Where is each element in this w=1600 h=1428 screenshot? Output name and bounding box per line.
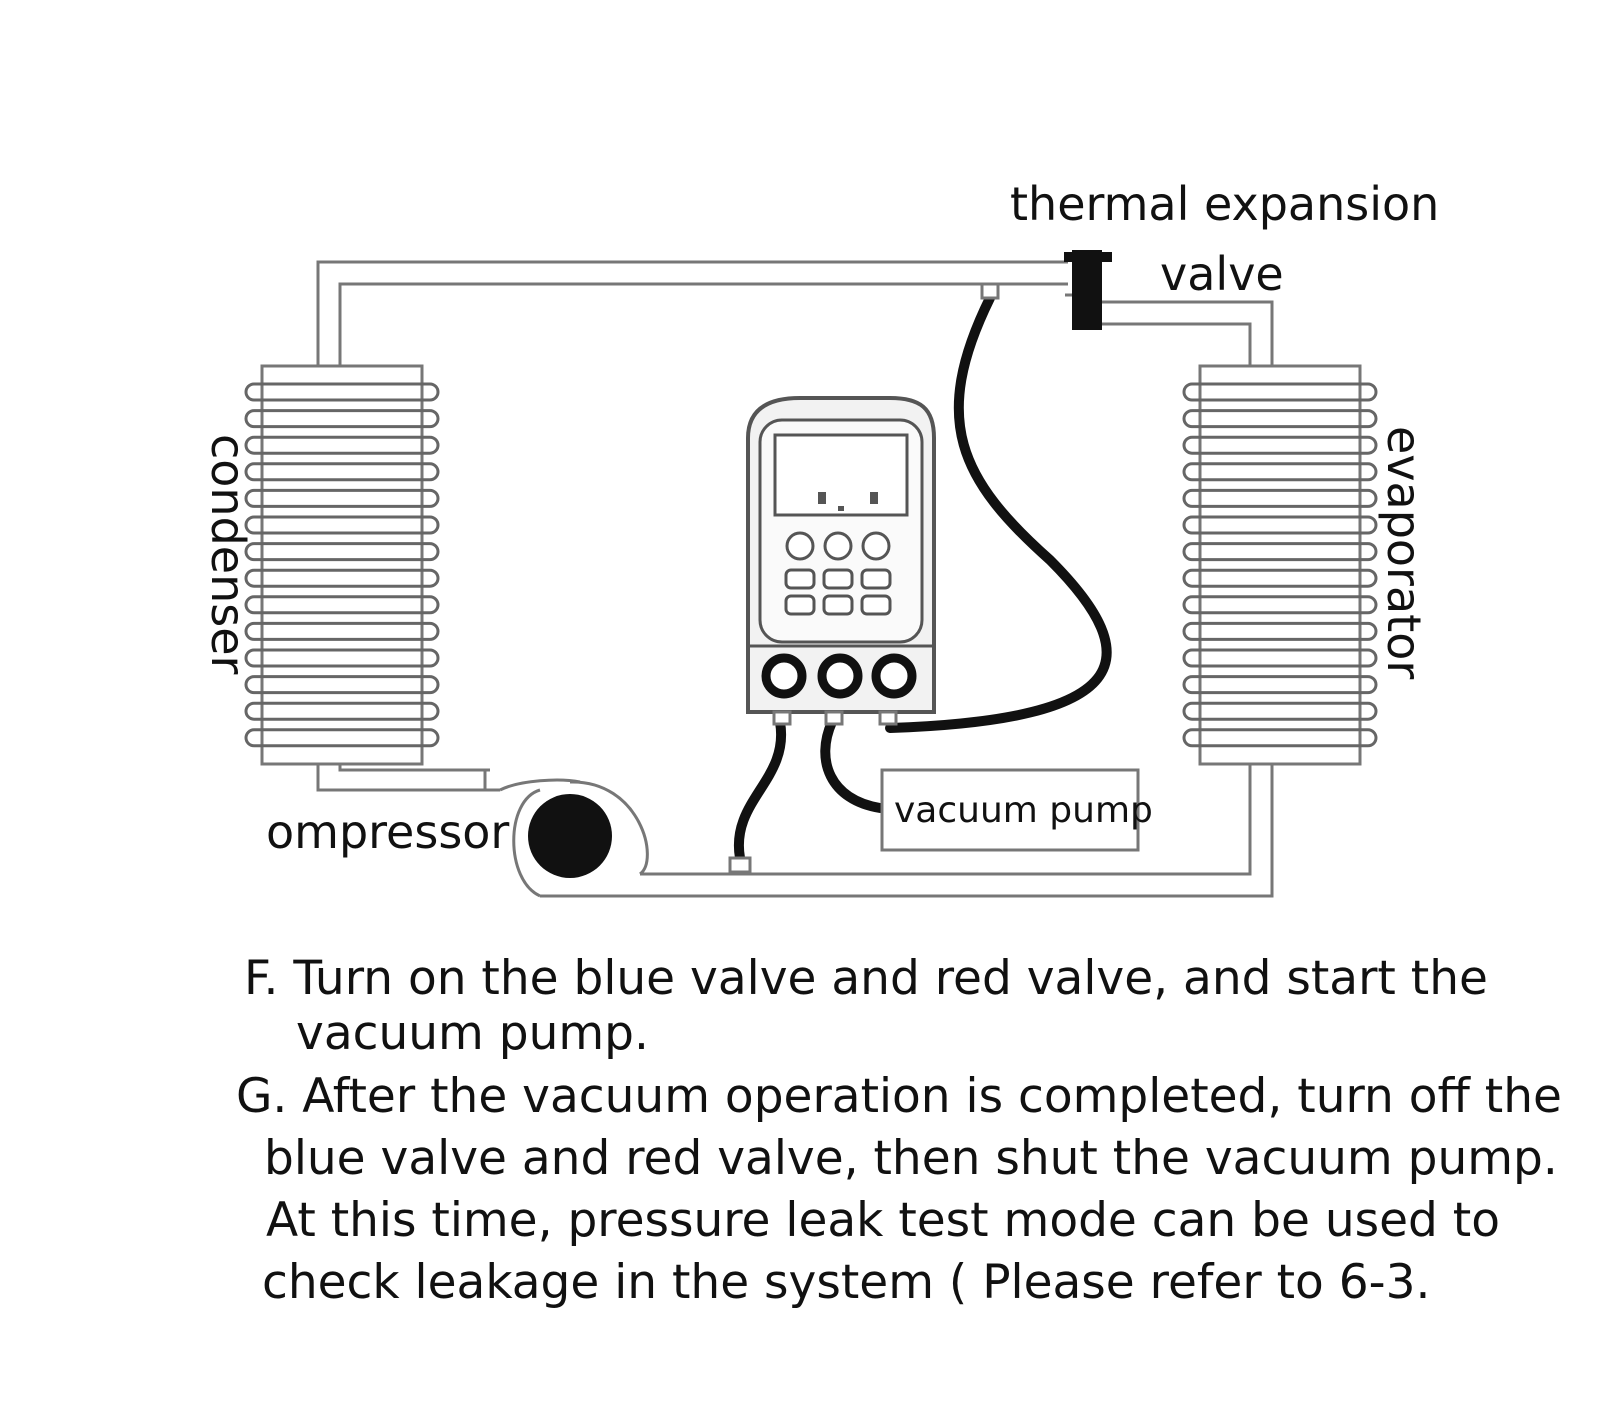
coil-loop: [1182, 648, 1378, 668]
coil-loop: [244, 568, 440, 588]
coil-loop: [1182, 728, 1378, 748]
label-evaporator: evaporator: [1377, 426, 1431, 679]
gauge-ports: [772, 710, 898, 726]
coil-loop: [244, 675, 440, 695]
coil-loop: [1182, 542, 1378, 562]
condenser-coil: [244, 364, 440, 766]
label-compressor: ompressor: [266, 805, 509, 859]
hose-fittings: [728, 282, 1000, 874]
coil-loop: [244, 462, 440, 482]
coil-loop: [244, 728, 440, 748]
coil-loop: [1182, 488, 1378, 508]
coil-loop: [1182, 515, 1378, 535]
gauge-square-buttons: [784, 568, 892, 616]
compressor-icon: [528, 794, 612, 878]
coil-loop: [244, 542, 440, 562]
coil-loop: [1182, 382, 1378, 402]
coil-loop: [244, 621, 440, 641]
coil-loop: [244, 515, 440, 535]
coil-loop: [244, 488, 440, 508]
coil-loop: [244, 435, 440, 455]
gauge-display-screen: [773, 433, 909, 517]
expansion-valve-icon: [1064, 250, 1112, 330]
coil-loop: [1182, 409, 1378, 429]
hoses: [733, 293, 1112, 863]
coil-loop: [1182, 595, 1378, 615]
gauge-round-buttons: [785, 531, 891, 561]
digital-manifold-gauge: [746, 396, 936, 726]
evaporator-coil: [1182, 364, 1378, 766]
coil-loop: [244, 701, 440, 721]
coil-loop: [1182, 568, 1378, 588]
coil-loop: [244, 595, 440, 615]
gauge-valve-knobs: [761, 653, 917, 699]
label-valve: valve: [1160, 247, 1284, 301]
label-vacuum-pump: vacuum pump: [894, 790, 1153, 831]
coil-loop: [244, 648, 440, 668]
coil-loop: [244, 382, 440, 402]
coil-loop: [1182, 435, 1378, 455]
coil-loop: [1182, 701, 1378, 721]
coil-loop: [1182, 675, 1378, 695]
coil-loop: [244, 409, 440, 429]
coil-loop: [1182, 621, 1378, 641]
label-thermal-expansion: thermal expansion: [1010, 177, 1439, 231]
label-condenser: condenser: [201, 434, 255, 675]
vacuum-pump-box: [880, 768, 1140, 852]
coil-loop: [1182, 462, 1378, 482]
